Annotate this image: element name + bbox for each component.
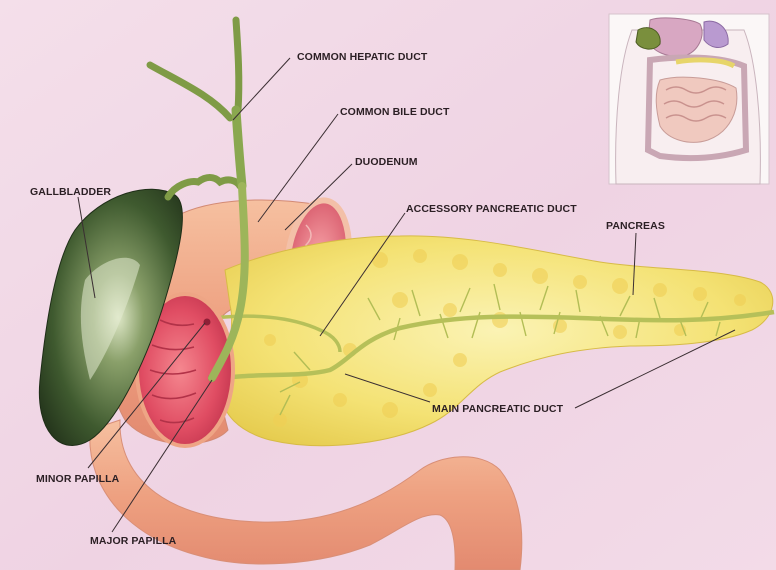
- label-duodenum: DUODENUM: [355, 156, 418, 168]
- label-gallbladder: GALLBLADDER: [30, 186, 111, 198]
- label-accessory-pancreatic-duct: ACCESSORY PANCREATIC DUCT: [406, 203, 577, 215]
- label-minor-papilla: MINOR PAPILLA: [36, 473, 120, 485]
- left-hepatic-duct: [236, 20, 239, 110]
- label-common-bile-duct: COMMON BILE DUCT: [340, 106, 450, 118]
- common-hepatic-duct: [236, 110, 242, 186]
- label-main-pancreatic-duct: MAIN PANCREATIC DUCT: [432, 403, 564, 415]
- label-major-papilla: MAJOR PAPILLA: [90, 535, 177, 547]
- label-common-hepatic-duct: COMMON HEPATIC DUCT: [297, 51, 428, 63]
- minor-papilla-marker: [204, 319, 211, 326]
- body-inset-thumbnail: [609, 14, 769, 184]
- label-pancreas: PANCREAS: [606, 220, 665, 232]
